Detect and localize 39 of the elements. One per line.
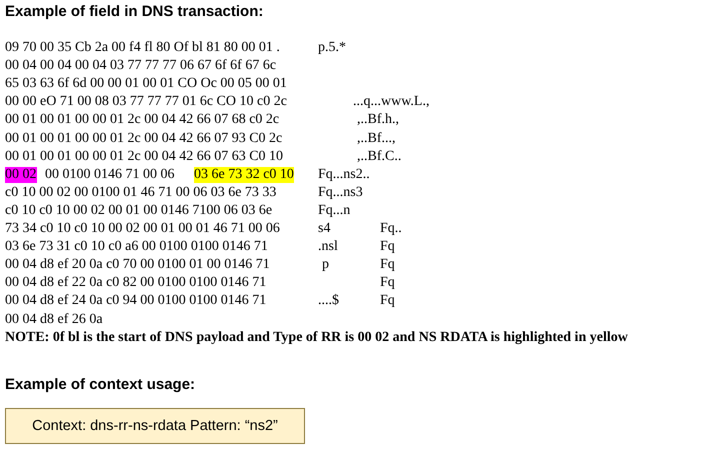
ascii-text: Fq [380, 239, 395, 256]
ascii-text: p.5.* [318, 40, 346, 56]
ascii-text: ....$ [318, 293, 339, 310]
ascii-text: Fq [380, 257, 395, 274]
ascii-text: Fq...ns3 [318, 184, 363, 201]
ascii-text: ...q...www.L., [353, 94, 430, 110]
context-box: Context: dns-rr-ns-rdata Pattern: “ns2” [5, 408, 305, 444]
subheading: Example of context usage: [5, 376, 196, 393]
highlighted-hex-bytes: 03 6e 73 32 c0 10 [194, 166, 294, 183]
ascii-text: Fq.. [380, 221, 402, 237]
ascii-text: s4 [318, 221, 330, 237]
hex-bytes: 00 04 d8 ef 26 0a [5, 312, 103, 328]
hex-bytes: 03 6e 73 31 c0 10 c0 a6 00 0100 0100 0146 71 [5, 239, 268, 256]
hex-bytes: 00 00 eO 71 00 08 03 77 77 77 01 6c CO 10 c0 2c [5, 94, 287, 110]
hex-bytes: 00 01 00 01 00 00 01 2c 00 04 42 66 07 93 C0 2c [5, 130, 282, 146]
hex-bytes: 09 70 00 35 Cb 2a 00 f4 fl 80 Of bl 81 80 00 01 . [5, 40, 280, 56]
ascii-text: Fq...n [318, 202, 350, 219]
hex-bytes: 00 0100 0146 71 00 06 [45, 166, 174, 183]
heading: Example of field in DNS transaction: [5, 3, 264, 20]
hex-bytes: c0 10 c0 10 00 02 00 01 00 0146 7100 06 03 6e [5, 202, 272, 219]
note-text: NOTE: 0f bl is the start of DNS payload and Type of RR is 00 02 and NS RDATA is highlighted in yellow [5, 330, 628, 346]
ascii-text: .nsl [318, 239, 338, 256]
ascii-text: Fq...ns2.. [318, 166, 370, 183]
hex-bytes: 00 04 d8 ef 24 0a c0 94 00 0100 0100 0146 71 [5, 293, 266, 310]
ascii-text: Fq [380, 293, 395, 310]
hex-bytes: c0 10 00 02 00 0100 01 46 71 00 06 03 6e 73 33 [5, 184, 276, 201]
hex-bytes: 00 04 00 04 00 04 03 77 77 77 06 67 6f 6f 67 6c [5, 58, 276, 74]
ascii-text: Fq [380, 275, 395, 292]
highlighted-hex-bytes: 00 02 [5, 166, 36, 183]
hex-bytes: 00 01 00 01 00 00 01 2c 00 04 42 66 07 68 c0 2c [5, 112, 280, 128]
ascii-text: ,..Bf.h., [357, 112, 399, 128]
hex-bytes: 00 04 d8 ef 22 0a c0 82 00 0100 0100 0146 71 [5, 275, 266, 292]
ascii-text: ,..Bf.C.. [357, 148, 402, 165]
ascii-text: p [322, 257, 329, 274]
hex-bytes: 73 34 c0 10 c0 10 00 02 00 01 00 01 46 71 00 06 [5, 221, 280, 237]
ascii-text: ,..Bf..., [357, 130, 396, 146]
hex-bytes: 65 03 63 6f 6d 00 00 01 00 01 CO Oc 00 05 00 01 [5, 76, 287, 92]
hex-bytes: 00 01 00 01 00 00 01 2c 00 04 42 66 07 63 C0 10 [5, 148, 284, 165]
hex-bytes: 00 04 d8 ef 20 0a c0 70 00 0100 01 00 0146 71 [5, 257, 270, 274]
